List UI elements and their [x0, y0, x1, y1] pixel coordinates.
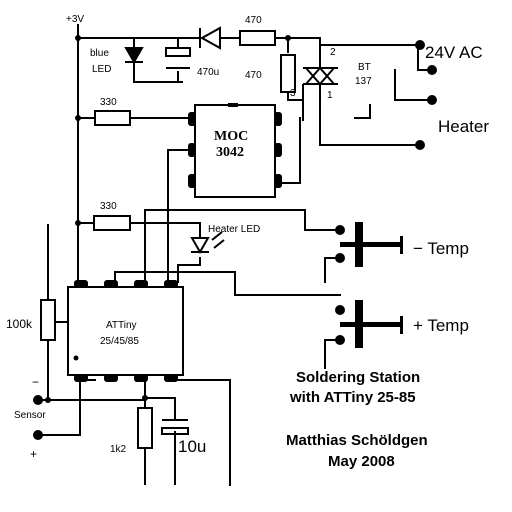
sensor-minus-label: −	[32, 375, 39, 389]
cap-470u-plate1	[165, 47, 191, 57]
plus-temp-label: + Temp	[413, 316, 469, 335]
wire-attiny-ground	[167, 379, 231, 486]
dot-vcc-top	[75, 35, 81, 41]
heater-led-label: Heater LED	[208, 224, 260, 235]
contact-heater-1	[427, 95, 437, 105]
wire-triac-heater	[319, 87, 421, 146]
pot-100k	[40, 299, 56, 341]
triac-icon	[302, 50, 338, 120]
dot-vcc-r330	[75, 115, 81, 121]
vcc-label: +3V	[66, 14, 84, 25]
cap-10u-plate2	[161, 427, 189, 435]
plus-temp-button-icon	[340, 300, 403, 348]
triac-pin3-label: 3	[290, 88, 296, 99]
triac-name-label-1: BT	[358, 62, 371, 73]
heater-label: Heater	[438, 117, 489, 136]
blue-led-icon	[124, 47, 144, 65]
wire-heater-bottom	[354, 104, 371, 119]
triac-pin2-label: 2	[330, 47, 336, 58]
dot-bus	[285, 35, 291, 41]
ac-supply-label: 24V AC	[425, 43, 483, 62]
diode-icon	[199, 26, 221, 50]
r470-side-label: 470	[245, 70, 262, 81]
r330-top-label: 330	[100, 97, 117, 108]
contact-ac-1	[415, 40, 425, 50]
minus-temp-button-icon	[340, 222, 403, 267]
attiny-label-1: ATTiny	[106, 320, 137, 331]
heater-led-icon	[190, 237, 210, 255]
contact-ac-2	[427, 65, 437, 75]
moc-label-1: MOC	[214, 129, 248, 144]
r330-bottom-label: 330	[100, 201, 117, 212]
date-label: May 2008	[328, 453, 395, 470]
resistor-470-side	[280, 54, 296, 93]
wire-led-attiny	[177, 257, 201, 283]
attiny-chip	[67, 280, 184, 382]
contact-minus-1	[335, 225, 345, 235]
wire-ac-right	[417, 44, 431, 71]
attiny-label-2: 25/45/85	[100, 336, 139, 347]
wire-r470-bus	[274, 37, 321, 51]
blue-led-label-2: LED	[92, 64, 111, 75]
moc-3042-chip	[188, 103, 282, 198]
triac-name-label-2: 137	[355, 76, 372, 87]
resistor-1k2	[137, 407, 153, 449]
pot-100k-label: 100k	[6, 317, 33, 331]
cap-470u-label: 470u	[197, 67, 219, 78]
contact-sensor-plus	[33, 430, 43, 440]
wire-r330b-led	[129, 222, 201, 239]
dot-1k2	[142, 395, 148, 401]
wire-moc-triac	[277, 117, 301, 184]
resistor-330-bottom	[93, 215, 131, 231]
dot-vcc-r330b	[75, 220, 81, 226]
dot-sensor-minus	[45, 397, 51, 403]
r470-top-label: 470	[245, 15, 262, 26]
contact-plus-1	[335, 305, 345, 315]
heater-led-ray1	[211, 231, 223, 241]
triac-pin1-label: 1	[327, 90, 333, 101]
blue-led-label-1: blue	[90, 48, 109, 59]
wire-10u-top	[144, 397, 176, 421]
r1k2-label: 1k2	[110, 444, 127, 455]
sensor-label: Sensor	[14, 410, 46, 421]
heater-led-ray2	[213, 239, 225, 249]
resistor-330-top	[94, 110, 131, 126]
contact-plus-2	[335, 335, 345, 345]
wire-led-ground	[133, 61, 183, 83]
contact-heater-2	[415, 140, 425, 150]
sensor-plus-label: +	[30, 447, 37, 461]
resistor-470-top	[239, 30, 276, 46]
author-label: Matthias Schöldgen	[286, 432, 428, 449]
moc-label-2: 3042	[216, 145, 244, 160]
wire-moc-in2	[167, 149, 191, 283]
contact-sensor-minus	[33, 395, 43, 405]
contact-minus-2	[335, 253, 345, 263]
cap-10u-label: 10u	[178, 437, 206, 456]
wire-minus-switch	[144, 209, 341, 283]
wire-plus-switch	[114, 271, 341, 296]
title-line-2: with ATTiny 25-85	[289, 389, 416, 406]
wire-ac-heater	[394, 69, 431, 101]
title-line-1: Soldering Station	[296, 369, 420, 386]
wire-sensor-plus	[37, 379, 96, 436]
minus-temp-label: − Temp	[413, 239, 469, 258]
